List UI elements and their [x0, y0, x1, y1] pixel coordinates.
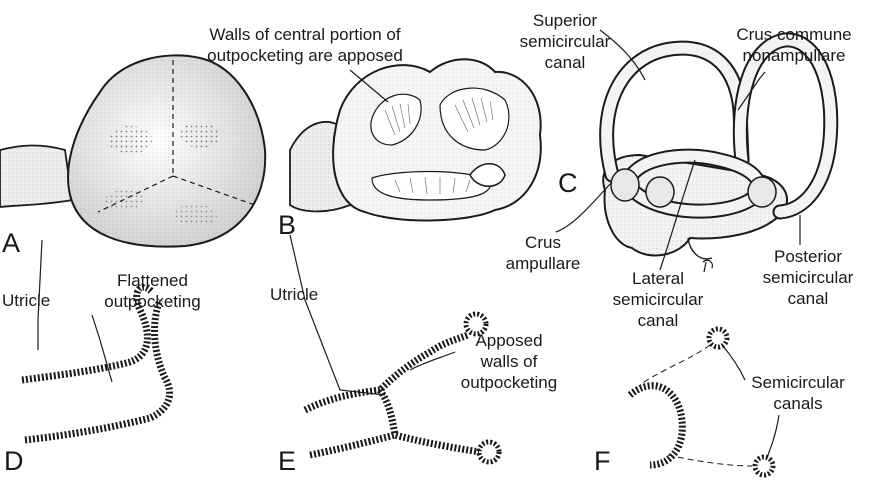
label-walls-central: Walls of central portion of outpocketing… — [150, 24, 460, 66]
label-superior-line2: semicircular — [500, 31, 630, 52]
label-apposed-line3: outpocketing — [450, 372, 568, 393]
section-e-mid — [380, 390, 395, 435]
panel-b-drawing — [290, 59, 541, 220]
label-lateral-line2: semicircular — [598, 289, 718, 310]
label-lateral-canal: Lateral semicircular canal — [598, 268, 718, 331]
label-crus-commune-line1: Crus commune — [714, 24, 874, 45]
panel-label-e: E — [278, 446, 296, 476]
label-flattened-line2: outpocketing — [85, 291, 220, 312]
panel-a-drawing — [0, 55, 265, 246]
label-crus-commune: Crus commune nonampullare — [714, 24, 874, 66]
label-posterior-canal: Posterior semicircular canal — [748, 246, 868, 309]
label-lateral-line3: canal — [598, 310, 718, 331]
panel-label-d: D — [4, 446, 24, 476]
label-posterior-line3: canal — [748, 288, 868, 309]
label-apposed-line1: Apposed — [450, 330, 568, 351]
label-utricle-mid: Utricle — [270, 284, 318, 305]
section-e-lower — [310, 435, 480, 455]
label-superior-canal: Superior semicircular canal — [500, 10, 630, 73]
label-semi-canals-line1: Semicircular — [733, 372, 863, 393]
section-e-upper — [305, 335, 468, 410]
panel-label-b: B — [278, 210, 296, 240]
panel-c-drawing — [603, 40, 831, 272]
label-utricle-left: Utricle — [2, 290, 50, 311]
label-flattened-outpocketing: Flattened outpocketing — [85, 270, 220, 312]
label-crus-ampullare-line2: ampullare — [488, 253, 598, 274]
section-f-arc — [630, 386, 682, 465]
label-apposed-line2: walls of — [450, 351, 568, 372]
label-superior-line3: canal — [500, 52, 630, 73]
label-superior-line1: Superior — [500, 10, 630, 31]
label-walls-central-line2: outpocketing are apposed — [150, 45, 460, 66]
label-apposed-walls: Apposed walls of outpocketing — [450, 330, 568, 393]
panel-label-c: C — [558, 168, 578, 198]
label-semicircular-canals: Semicircular canals — [733, 372, 863, 414]
panel-label-f: F — [594, 446, 611, 476]
label-semi-canals-line2: canals — [733, 393, 863, 414]
label-crus-ampullare: Crus ampullare — [488, 232, 598, 274]
panel-label-a: A — [2, 228, 20, 258]
label-posterior-line2: semicircular — [748, 267, 868, 288]
label-crus-commune-line2: nonampullare — [714, 45, 874, 66]
label-flattened-line1: Flattened — [85, 270, 220, 291]
label-lateral-line1: Lateral — [598, 268, 718, 289]
label-crus-ampullare-line1: Crus — [488, 232, 598, 253]
label-posterior-line1: Posterior — [748, 246, 868, 267]
label-walls-central-line1: Walls of central portion of — [150, 24, 460, 45]
